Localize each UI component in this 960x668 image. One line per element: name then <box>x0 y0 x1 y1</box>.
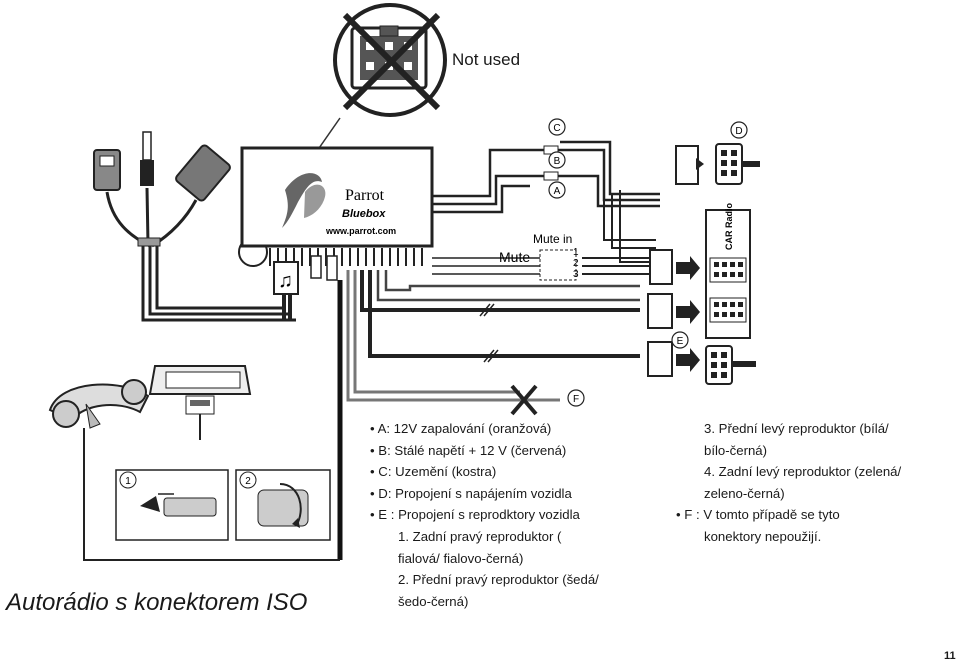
unused-connector <box>333 3 447 117</box>
url-label: www.parrot.com <box>325 226 396 236</box>
legend-item-e2-cont: šedo-černá) <box>398 593 469 609</box>
mute-in-label: Mute in <box>533 232 572 246</box>
unused-f-cross <box>510 384 538 416</box>
jack-plug <box>310 255 338 281</box>
legend-item-e3-cont: bílo-černá) <box>704 442 768 458</box>
legend-item-e3: 3. Přední levý reproduktor (bílá/ <box>704 421 889 436</box>
ipod-connector <box>175 144 231 202</box>
badge-f: F <box>567 389 585 407</box>
legend-right: 3. Přední levý reproduktor (bílá/ bílo-č… <box>676 418 901 548</box>
step-1-panel: 1 <box>115 469 229 541</box>
legend-item-f: • F : V tomto případě se tyto <box>676 507 840 523</box>
legend-item-e1: 1. Zadní pravý reproduktor ( <box>398 528 562 544</box>
microphone-cradle <box>48 379 150 429</box>
legend-item-c: • C: Uzemění (kostra) <box>370 464 497 480</box>
badge-c: C <box>548 118 566 136</box>
mute-connector <box>649 249 673 285</box>
mute-pin-2: 2 <box>573 258 579 269</box>
legend-left: • A: 12V zapalování (oranžová) • B: Stál… <box>358 418 599 612</box>
usb-connector <box>93 149 121 191</box>
svg-text:C: C <box>553 123 560 134</box>
power-connector <box>647 341 673 377</box>
step-2-panel: 2 <box>235 469 331 541</box>
legend-item-e4: 4. Zadní levý reproduktor (zelená/ <box>704 464 902 480</box>
badge-b: B <box>548 151 566 169</box>
music-icon: ♫ <box>273 261 299 295</box>
legend-item-e4-cont: zeleno-černá) <box>704 485 785 501</box>
not-used-label: Not used <box>452 50 521 69</box>
bluebox-unit <box>240 146 434 266</box>
mute-pin-3: 3 <box>573 269 579 280</box>
svg-text:♫: ♫ <box>278 270 293 292</box>
page-title: Autorádio s konektorem ISO <box>6 589 308 616</box>
step-2-label: 2 <box>245 476 251 487</box>
legend-item-e: • E : Propojení s reprodktory vozidla <box>370 507 580 523</box>
page-number: 11 <box>944 650 956 662</box>
legend-item-f-cont: konektory nepoužijí. <box>704 528 822 544</box>
e-connector <box>676 345 756 385</box>
badge-e: E <box>671 331 689 349</box>
legend-item-d: • D: Propojení s napájením vozidla <box>370 485 572 501</box>
speaker-connector <box>647 293 673 329</box>
svg-text:D: D <box>735 126 742 137</box>
d-connector <box>675 143 760 185</box>
car-radio <box>705 209 751 339</box>
jack-connector <box>140 131 154 186</box>
mute-pin-1: 1 <box>573 247 579 258</box>
fuse-a <box>543 171 559 181</box>
badge-d: D <box>730 121 748 139</box>
car-radio-label: CAR Radio <box>724 202 734 250</box>
svg-text:B: B <box>554 156 561 167</box>
legend-item-e1-cont: fialová/ fialovo-černá) <box>398 550 524 566</box>
svg-text:F: F <box>573 394 579 405</box>
svg-text:E: E <box>677 336 684 347</box>
brand-label: Parrot <box>345 187 385 204</box>
legend-item-e2: 2. Přední pravý reproduktor (šedá/ <box>398 572 599 588</box>
svg-text:A: A <box>554 186 561 197</box>
display-unit <box>148 365 252 415</box>
cable-clip <box>137 237 161 247</box>
legend-item-a: • A: 12V zapalování (oranžová) <box>370 421 552 436</box>
step-1-label: 1 <box>125 476 131 487</box>
legend-item-b: • B: Stálé napětí + 12 V (červená) <box>370 442 567 458</box>
badge-a: A <box>548 181 566 199</box>
mute-label: Mute <box>499 249 530 265</box>
product-label: Bluebox <box>342 208 386 220</box>
